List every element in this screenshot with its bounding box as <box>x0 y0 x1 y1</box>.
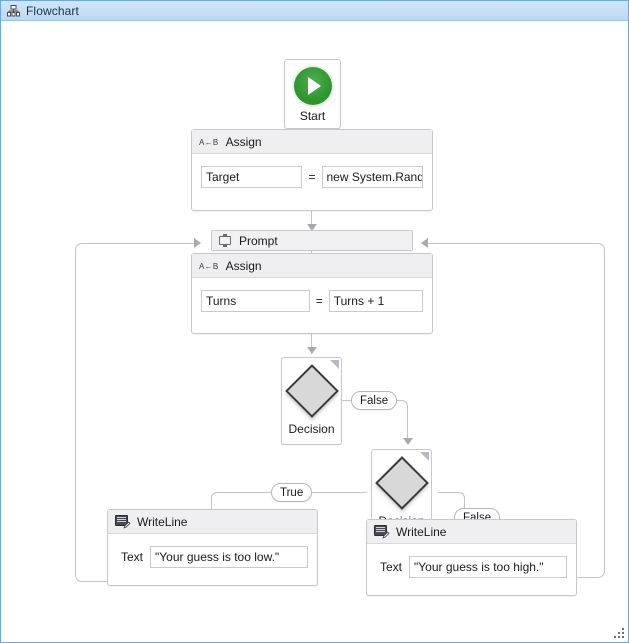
writeline-low-header: WriteLine <box>108 510 317 534</box>
connector-loopback-left-vertical <box>75 249 76 576</box>
expand-corner-icon[interactable] <box>420 452 429 461</box>
connector-loopback-left-bottom <box>86 581 108 582</box>
writeline-icon <box>374 525 390 539</box>
assign-icon: A←B <box>199 137 219 147</box>
prompt-header: Prompt <box>212 231 412 250</box>
resize-grip-icon[interactable] <box>613 628 624 639</box>
connector-loopback-left-elbow-top <box>75 243 87 255</box>
prompt-title: Prompt <box>239 233 278 248</box>
diamond-icon <box>284 364 339 418</box>
prompt-dialog-icon <box>218 234 232 247</box>
assign-target-header: A←B Assign <box>192 130 432 154</box>
connector-d2true-elbow <box>211 492 222 503</box>
connector-assign2-to-decision1 <box>311 334 312 354</box>
connector-assign1-to-prompt <box>311 211 312 230</box>
assign-target-right-input[interactable]: new System.Randor <box>321 166 423 188</box>
diamond-icon <box>374 456 429 510</box>
writeline-low-body: Text "Your guess is too low." <box>108 534 317 576</box>
assign-turns-operator: = <box>315 294 323 308</box>
decision-1-label: Decision <box>288 422 335 436</box>
writeline-low-title: WriteLine <box>137 514 188 529</box>
writeline-high-header: WriteLine <box>367 520 576 544</box>
connector-d2false-seg1 <box>438 492 460 493</box>
connector-d2true-seg1 <box>307 492 367 493</box>
connector-loopback-right-bottom <box>573 577 594 578</box>
node-assign-turns[interactable]: A←B Assign Turns = Turns + 1 <box>191 253 433 334</box>
arrow-d1false-to-decision2 <box>403 438 413 445</box>
flowchart-canvas[interactable]: False True False Start <box>2 21 628 642</box>
node-prompt[interactable]: Prompt <box>211 230 413 251</box>
connector-d1false-seg1 <box>342 400 359 401</box>
assign-turns-right-input[interactable]: Turns + 1 <box>328 290 423 312</box>
node-writeline-low[interactable]: WriteLine Text "Your guess is too low." <box>107 509 318 586</box>
connector-d2false-seg2 <box>464 498 465 511</box>
arrow-loopback-left-to-prompt <box>194 238 201 248</box>
connector-loopback-left-elbow-bottom <box>75 570 87 582</box>
writeline-high-text-input[interactable]: "Your guess is too high." <box>409 556 567 578</box>
writeline-low-text-input[interactable]: "Your guess is too low." <box>150 546 308 568</box>
window-titlebar: Flowchart <box>1 1 628 21</box>
edge-label-false-1: False <box>351 391 398 410</box>
arrow-assign2-to-decision1 <box>307 347 317 354</box>
org-chart-icon <box>7 4 20 17</box>
connector-loopback-right-top <box>428 243 594 244</box>
play-icon <box>293 67 332 105</box>
assign-target-operator: = <box>308 170 316 184</box>
assign-turns-body: Turns = Turns + 1 <box>192 278 432 320</box>
arrow-loopback-right-to-prompt <box>421 238 428 248</box>
edge-label-true: True <box>271 483 313 502</box>
writeline-high-field-label: Text <box>380 560 403 574</box>
writeline-high-body: Text "Your guess is too high." <box>367 544 576 586</box>
connector-d1false-elbow <box>397 400 408 411</box>
assign-turns-header: A←B Assign <box>192 254 432 278</box>
assign-target-left-input[interactable]: Target <box>201 166 303 188</box>
connector-loopback-right-elbow-bottom <box>593 566 605 578</box>
assign-target-title: Assign <box>225 134 262 149</box>
writeline-icon <box>115 515 131 529</box>
connector-d2true-seg2 <box>217 492 271 493</box>
connector-d2false-elbow <box>454 492 465 503</box>
node-writeline-high[interactable]: WriteLine Text "Your guess is too high." <box>366 519 577 596</box>
start-label: Start <box>299 109 326 123</box>
assign-target-body: Target = new System.Randor <box>192 154 432 196</box>
node-decision-1[interactable]: Decision <box>281 357 342 445</box>
writeline-high-title: WriteLine <box>396 524 447 539</box>
node-assign-target[interactable]: A←B Assign Target = new System.Randor <box>191 129 433 211</box>
arrow-assign1-to-prompt <box>307 224 317 231</box>
writeline-low-field-label: Text <box>121 550 144 564</box>
connector-loopback-right-vertical <box>604 249 605 572</box>
connector-d1false-seg3 <box>407 406 408 442</box>
assign-turns-left-input[interactable]: Turns <box>201 290 310 312</box>
connector-loopback-right-elbow-top <box>593 243 605 255</box>
window-title: Flowchart <box>26 3 79 18</box>
assign-turns-title: Assign <box>225 258 262 273</box>
connector-loopback-left-top <box>86 243 194 244</box>
assign-icon: A←B <box>199 261 219 271</box>
node-start[interactable]: Start <box>284 59 341 129</box>
expand-corner-icon[interactable] <box>330 360 339 369</box>
